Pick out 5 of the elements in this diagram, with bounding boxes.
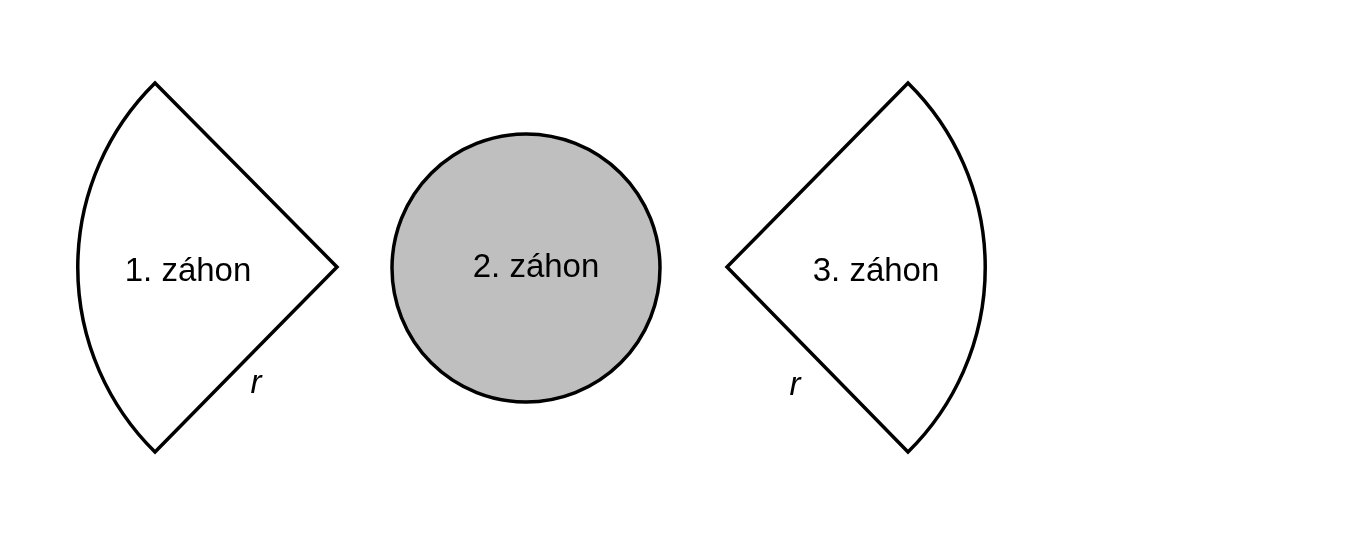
bed-label: 3. záhon — [812, 251, 940, 289]
radius-label: r — [789, 365, 801, 403]
bed-label: 1. záhon — [124, 251, 252, 289]
bed-label: 2. záhon — [472, 247, 600, 285]
radius-label: r — [250, 363, 262, 401]
